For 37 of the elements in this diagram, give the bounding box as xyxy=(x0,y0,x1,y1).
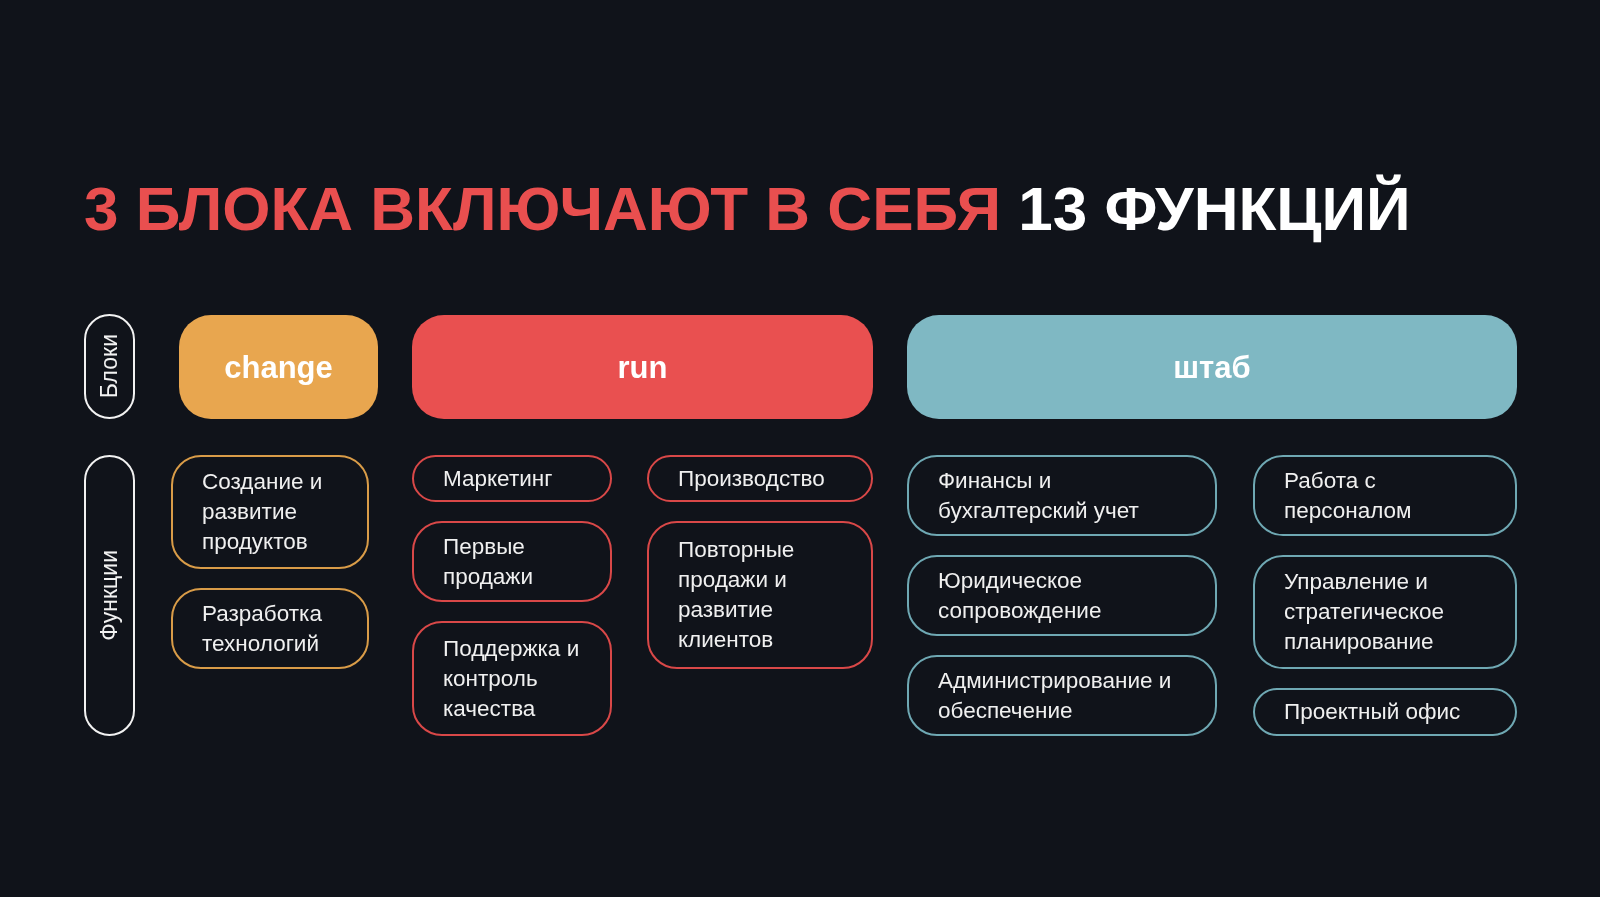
function-box xyxy=(1253,688,1517,736)
function-box xyxy=(1253,555,1517,669)
block-title: run xyxy=(617,351,668,383)
function-label: Повторные продажи и развитие клиентов xyxy=(678,536,796,654)
block-header xyxy=(412,315,873,419)
function-box xyxy=(412,455,612,502)
function-box xyxy=(412,621,612,736)
function-label: Маркетинг xyxy=(443,464,554,493)
row-label-pill xyxy=(84,314,135,419)
function-label: Создание и развитие продуктов xyxy=(202,468,324,556)
block-title: change xyxy=(224,351,333,383)
block-header xyxy=(179,315,378,419)
function-label: Управление и стратегическое планирование xyxy=(1284,568,1446,656)
function-label: Юридическое сопровождение xyxy=(938,566,1103,625)
function-box xyxy=(171,455,369,569)
function-label: Проектный офис xyxy=(1284,698,1462,726)
row-label-pill xyxy=(84,455,135,736)
function-label: Финансы и бухгалтерский учет xyxy=(938,466,1140,525)
slide-title: 3 БЛОКА ВКЛЮЧАЮТ В СЕБЯ 13 ФУНКЦИЙ xyxy=(84,173,1411,245)
function-box xyxy=(647,455,873,502)
function-label: Администрирование и обеспечение xyxy=(938,666,1173,725)
block-header xyxy=(907,315,1517,419)
function-label: Производство xyxy=(678,464,826,493)
function-label: Работа с персоналом xyxy=(1284,466,1413,525)
row-label: Блоки xyxy=(98,334,121,399)
function-label: Разработка технологий xyxy=(202,599,323,658)
function-box xyxy=(907,555,1217,636)
block-title: штаб xyxy=(1173,351,1251,383)
function-label: Первые продажи xyxy=(443,532,534,591)
function-box xyxy=(1253,455,1517,536)
function-box xyxy=(171,588,369,669)
function-box xyxy=(647,521,873,669)
function-box xyxy=(907,655,1217,736)
row-label: Функции xyxy=(98,550,121,641)
function-box xyxy=(907,455,1217,536)
function-label: Поддержка и контроль качества xyxy=(443,634,581,723)
function-box xyxy=(412,521,612,602)
